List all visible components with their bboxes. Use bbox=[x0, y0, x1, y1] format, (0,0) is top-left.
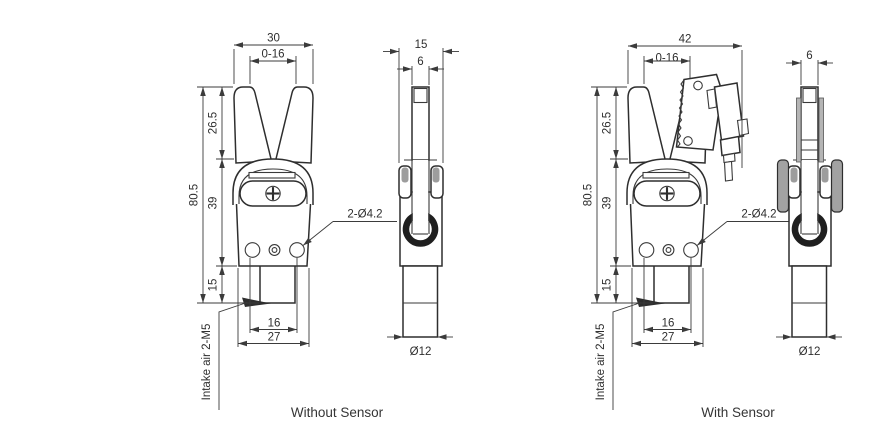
sensor-clamp-right bbox=[830, 159, 844, 213]
dim-hole-pitch: 16 bbox=[662, 318, 675, 330]
side-view-without-sensor: 15 6 Ø12 bbox=[383, 39, 459, 358]
dim-hole-pitch: 16 bbox=[268, 318, 281, 330]
dim-jaw-length: 26.5 bbox=[602, 112, 614, 134]
dim-shaft-diameter: Ø12 bbox=[799, 346, 821, 358]
dim-body-height: 39 bbox=[208, 197, 220, 210]
dim-overall-height: 80.5 bbox=[189, 184, 201, 206]
dim-overall-depth: 15 bbox=[415, 39, 428, 51]
dim-mounting-holes: 2-Ø4.2 bbox=[741, 209, 776, 221]
dim-jaw-opening: 0-16 bbox=[261, 49, 284, 61]
dim-jaw-length: 26.5 bbox=[208, 112, 220, 134]
front-view-without-sensor: 30 0-16 26.5 80.5 39 15 16 27 2-Ø4.2 Int… bbox=[189, 33, 398, 420]
dim-mounting-holes: 2-Ø4.2 bbox=[347, 209, 382, 221]
dim-jaw-depth: 6 bbox=[806, 50, 812, 62]
dim-body-height: 39 bbox=[602, 197, 614, 210]
label-air-port: Intake air 2-M5 bbox=[201, 324, 213, 401]
sensor-strip-right bbox=[818, 97, 824, 163]
caption-with-sensor: With Sensor bbox=[701, 405, 775, 420]
sensor-assembly bbox=[675, 73, 750, 182]
sensor-strip-left bbox=[796, 97, 802, 163]
sensor-clamp-left bbox=[776, 159, 790, 213]
dim-base-height: 15 bbox=[208, 279, 220, 292]
dim-shaft-diameter: Ø12 bbox=[410, 346, 432, 358]
dim-body-width: 27 bbox=[662, 332, 675, 344]
dim-jaw-opening: 0-16 bbox=[655, 53, 678, 65]
label-air-port: Intake air 2-M5 bbox=[595, 324, 607, 401]
dim-jaw-depth: 6 bbox=[417, 56, 423, 68]
caption-without-sensor: Without Sensor bbox=[291, 405, 384, 420]
dim-body-width: 27 bbox=[268, 332, 281, 344]
dim-overall-height: 80.5 bbox=[583, 184, 595, 206]
dim-base-height: 15 bbox=[602, 279, 614, 292]
front-view-with-sensor: 42 0-16 26.5 80.5 39 15 16 27 2-Ø4.2 Int… bbox=[583, 34, 792, 420]
side-view-with-sensor: 6 Ø12 bbox=[776, 50, 843, 358]
dim-overall-width: 30 bbox=[267, 33, 280, 45]
dim-overall-width: 42 bbox=[679, 34, 692, 46]
